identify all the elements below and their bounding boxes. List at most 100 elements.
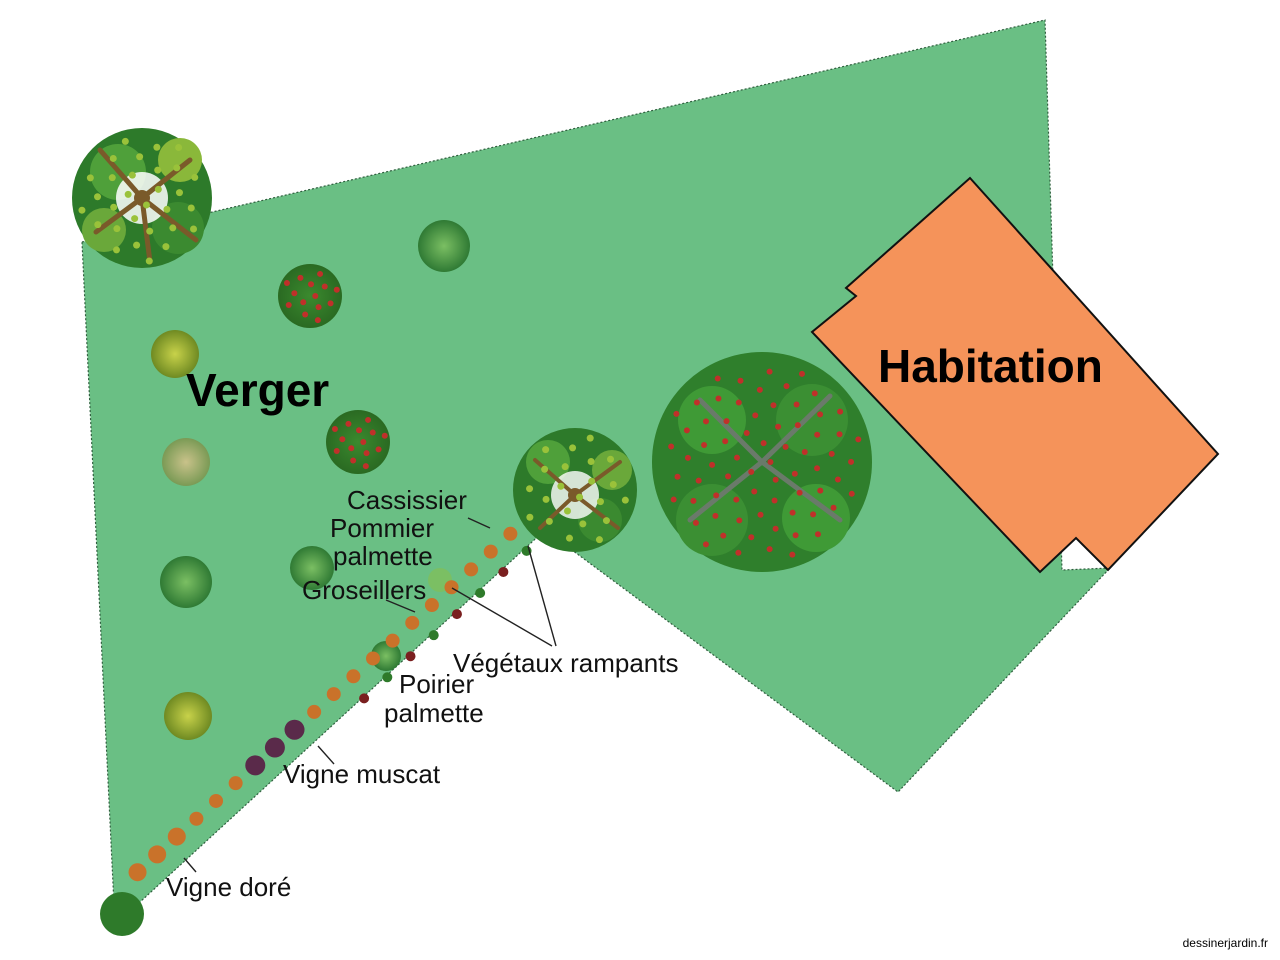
shrub-top: [418, 220, 470, 272]
leaf-dot: [94, 221, 102, 229]
leaf-dot: [136, 153, 144, 161]
fruit-dot: [830, 504, 837, 511]
label-vigne-muscat: Vigne muscat: [283, 759, 441, 789]
fruit-dot: [314, 317, 321, 324]
fruit-dot: [817, 487, 824, 494]
fruit-dot: [751, 488, 758, 495]
leaf-dot: [175, 144, 183, 152]
leaf-dot: [124, 190, 132, 198]
leaf-dot: [131, 215, 139, 223]
fruit-dot: [285, 301, 292, 308]
fruit-dot: [766, 368, 773, 375]
tree-red-fruit-large: [652, 352, 872, 572]
currant-plant: [475, 588, 486, 599]
fruit-dot: [792, 532, 799, 539]
leaf-dot: [526, 513, 534, 521]
fruit-dot: [300, 299, 307, 306]
fruit-dot: [793, 401, 800, 408]
fruit-dot: [327, 300, 334, 307]
shrub-yellow-2: [164, 692, 212, 740]
muscat-vine-plant: [264, 737, 285, 758]
leaf-dot: [587, 458, 595, 466]
fruit-dot: [369, 429, 376, 436]
vine-plant: [464, 562, 479, 577]
fruit-dot: [756, 386, 763, 393]
label-poirier-line1: Poirier: [399, 669, 474, 699]
leaf-dot: [154, 166, 162, 174]
fruit-dot: [794, 422, 801, 429]
shrub-bottom-corner: [100, 892, 144, 936]
leaf-dot: [154, 185, 162, 193]
leaf-dot: [128, 171, 136, 179]
shrub-red-1: [278, 264, 342, 328]
label-pommier-line1: Pommier: [330, 513, 434, 543]
fruit-dot: [735, 549, 742, 556]
leaf-dot: [187, 204, 195, 212]
label-cassissier: Cassissier: [347, 485, 467, 515]
fruit-dot: [702, 418, 709, 425]
label-groseillers: Groseillers: [302, 575, 426, 605]
shrub-green-2: [290, 546, 334, 590]
leaf-dot: [169, 224, 177, 232]
fruit-dot: [668, 443, 675, 450]
fruit-dot: [748, 534, 755, 541]
fruit-dot: [798, 370, 805, 377]
fruit-dot: [692, 519, 699, 526]
vine-plant: [424, 598, 439, 613]
fruit-dot: [312, 293, 319, 299]
leader-lines: [183, 517, 557, 873]
fruit-dot: [702, 541, 709, 548]
label-pommier-line2: palmette: [333, 541, 433, 571]
fruit-dot: [810, 511, 817, 518]
leaf-dot: [133, 241, 141, 249]
fruit-dot: [333, 447, 340, 454]
shrub-red-2: [326, 410, 390, 474]
fruit-dot: [297, 274, 304, 281]
fruit-dot: [770, 402, 777, 409]
fruit-dot: [848, 490, 855, 497]
fruit-dot: [811, 390, 818, 397]
fruit-dot: [701, 442, 708, 449]
fruit-dot: [360, 439, 367, 445]
tree-top-left: [72, 128, 212, 268]
fruit-dot: [690, 497, 697, 504]
shrub-grey-1: [162, 438, 210, 486]
fruit-dot: [789, 551, 796, 558]
leaf-dot: [607, 455, 615, 463]
leaf-dot: [565, 534, 573, 542]
fruit-dot: [817, 411, 824, 418]
fruit-dot: [670, 496, 677, 503]
fruit-dot: [302, 311, 309, 318]
vine-plant: [307, 704, 322, 719]
currant-plant: [359, 693, 370, 704]
leaf-dot: [145, 257, 153, 265]
fruit-dot: [855, 436, 862, 443]
fruit-dot: [291, 290, 298, 297]
currant-plant: [428, 630, 439, 641]
fruit-dot: [836, 431, 843, 438]
currant-plant: [498, 566, 509, 577]
fruit-dot: [828, 450, 835, 457]
fruit-dot: [733, 496, 740, 503]
fruit-dot: [331, 425, 338, 432]
label-rampants: Végétaux rampants: [453, 648, 678, 678]
currant-plant: [382, 672, 393, 683]
leaf-dot: [113, 246, 121, 254]
leaf-dot: [146, 227, 154, 235]
fruit-dot: [695, 477, 702, 484]
fruit-dot: [725, 473, 732, 480]
leaf-dot: [596, 498, 604, 506]
leaf-dot: [175, 189, 183, 197]
fruit-dot: [315, 304, 322, 311]
vine-plant: [483, 544, 498, 559]
fruit-dot: [757, 511, 764, 518]
label-poirier-line2: palmette: [384, 698, 484, 728]
fruit-dot: [350, 457, 357, 464]
leaf-dot: [110, 203, 118, 211]
leaf-dot: [108, 174, 116, 182]
shrub-green-3: [371, 641, 401, 671]
fruit-dot: [748, 468, 755, 475]
fruit-dot: [362, 463, 369, 470]
leaf-dot: [190, 225, 198, 233]
